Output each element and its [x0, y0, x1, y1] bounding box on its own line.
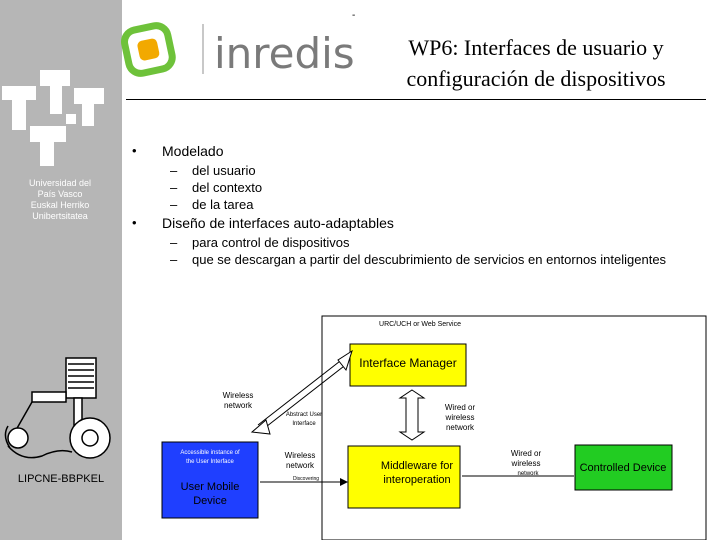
user-device-label: User Mobile	[181, 481, 240, 493]
sidebar: Universidad del País Vasco Euskal Herrik…	[0, 0, 122, 540]
wired-far-label: wireless	[511, 459, 541, 468]
urc-label: URC/UCH or Web Service	[379, 321, 461, 328]
discovering-label: Discovering	[293, 476, 319, 482]
sub-bullet-text: del contexto	[192, 180, 263, 195]
university-name: Universidad del País Vasco Euskal Herrik…	[2, 178, 118, 222]
abstract-ui-label: Abstract User	[286, 412, 322, 418]
arrow-head	[337, 349, 353, 372]
sub-bullet-item: – de la tarea	[170, 197, 253, 212]
bullet-dot: •	[132, 215, 137, 230]
bullet-dot: •	[132, 143, 137, 158]
logo-text: inredis	[214, 29, 355, 78]
wired-far-label: Wired or	[511, 449, 542, 458]
sub-bullet-dash: –	[170, 197, 178, 212]
university-line: País Vasco	[37, 189, 83, 199]
user-mobile-device-box	[161, 441, 259, 519]
middleware-label: interoperation	[383, 474, 450, 486]
interface-manager-label: Interface Manager	[359, 356, 456, 370]
bullet-text: Diseño de interfaces auto-adaptables	[162, 215, 394, 231]
bullet-item: • Modelado	[132, 143, 224, 159]
middleware-box	[347, 445, 461, 509]
sub-bullet-text: que se descargan a partir del descubrimi…	[192, 252, 667, 267]
wired-label: Wired or	[445, 403, 476, 412]
university-line: Euskal Herriko	[30, 200, 90, 210]
user-device-label: Device	[193, 495, 227, 507]
lab-name: LIPCNE-BBPKEL	[17, 473, 105, 485]
sub-bullet-text: del usuario	[192, 163, 256, 178]
arrow-head	[250, 419, 271, 435]
sub-bullet-text: de la tarea	[192, 197, 254, 212]
sub-bullet-dash: –	[170, 180, 178, 195]
bullet-text: Modelado	[162, 143, 224, 159]
title-divider	[126, 99, 706, 100]
sub-bullet-dash: –	[170, 252, 178, 267]
sub-bullet-dash: –	[170, 235, 178, 250]
controlled-device-box	[574, 444, 673, 491]
sub-bullet-item: – que se descargan a partir del descubri…	[170, 252, 666, 267]
abstract-ui-label: Interface	[292, 421, 316, 427]
lab-robot-illustration	[4, 357, 111, 459]
wired-far-label: network	[517, 471, 539, 477]
accessible-instance-label: the User Interface	[186, 459, 234, 465]
wireless-label: network	[224, 401, 253, 410]
wireless-mid-label: network	[286, 461, 315, 470]
inredis-logo: inredis	[121, 22, 355, 78]
wireless-mid-label: Wireless	[285, 451, 316, 460]
wireless-arrow-line	[257, 357, 345, 426]
vertical-double-arrow	[398, 389, 426, 441]
sub-bullet-item: – del usuario	[170, 163, 256, 178]
title-line-2: configuración de dispositivos	[406, 66, 666, 91]
sub-bullet-item: – del contexto	[170, 180, 262, 195]
wired-label: wireless	[445, 413, 475, 422]
wireless-label: Wireless	[223, 391, 254, 400]
controlled-device-label: Controlled Device	[580, 462, 667, 474]
interface-manager-box	[349, 343, 467, 387]
middleware-label: Middleware for	[381, 460, 453, 472]
title-line-1: WP6: Interfaces de usuario y	[408, 35, 664, 60]
sub-bullet-item: – para control de dispositivos	[170, 235, 350, 250]
top-tick: -	[352, 10, 356, 21]
sub-bullet-dash: –	[170, 163, 178, 178]
bullet-item: • Diseño de interfaces auto-adaptables	[132, 215, 394, 231]
slide-title: WP6: Interfaces de usuario y configuraci…	[360, 32, 712, 94]
sub-bullet-text: para control de dispositivos	[192, 235, 350, 250]
university-line: Universidad del	[28, 178, 92, 188]
wired-label: network	[446, 423, 475, 432]
accessible-instance-label: Accessible instance of	[180, 450, 240, 456]
university-line: Unibertsitatea	[32, 211, 88, 221]
university-logo	[2, 70, 104, 166]
